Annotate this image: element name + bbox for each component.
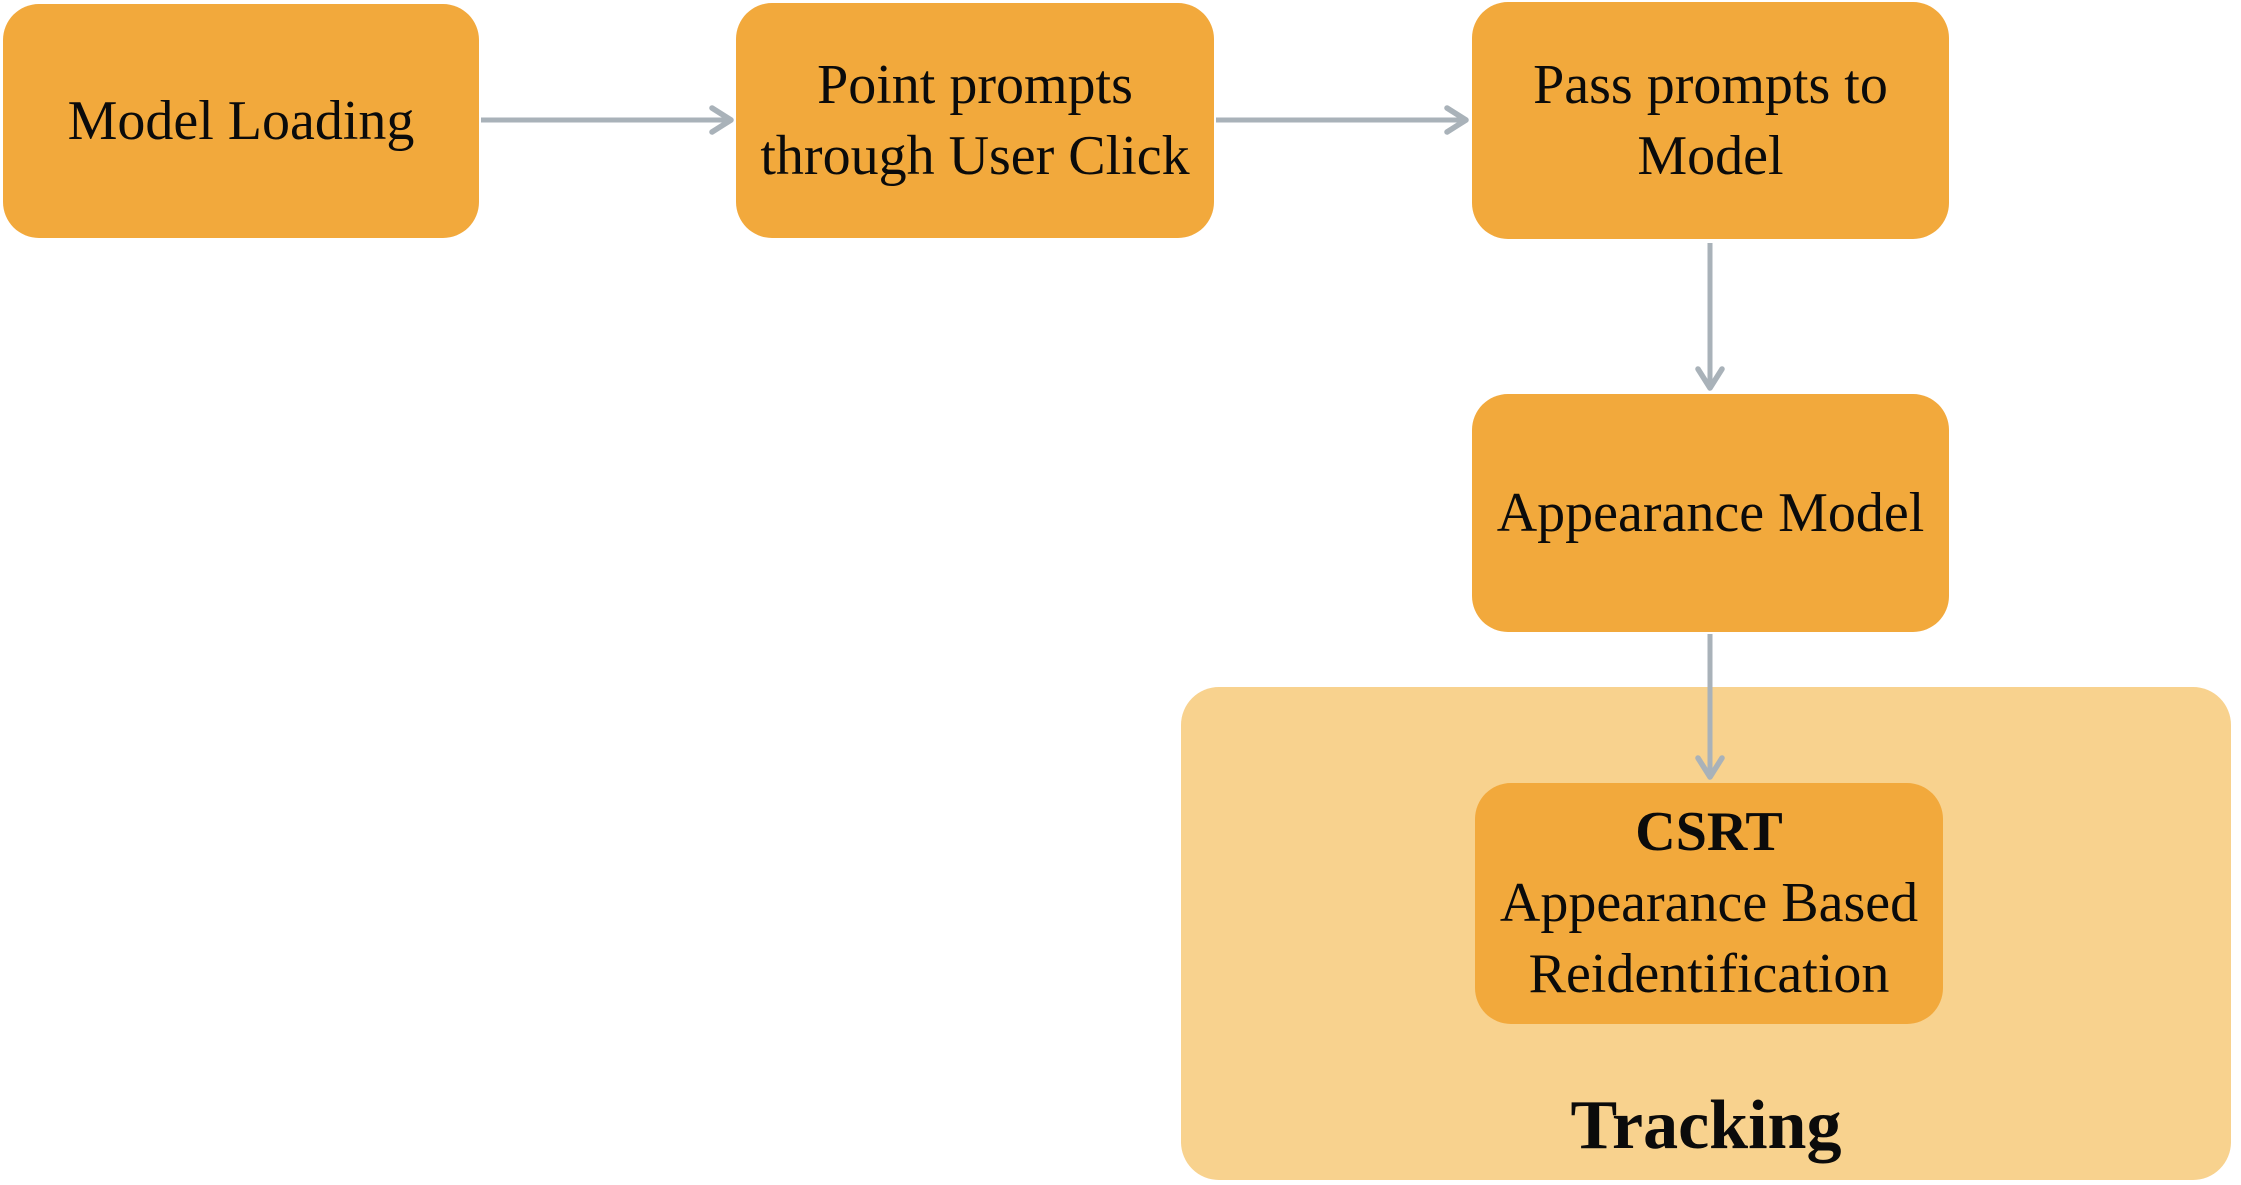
node-model-loading: Model Loading bbox=[3, 4, 479, 238]
node-point-prompts-label: Point prompts through User Click bbox=[760, 53, 1190, 187]
node-pass-prompts: Pass prompts to Model bbox=[1472, 2, 1949, 239]
node-point-prompts: Point prompts through User Click bbox=[736, 3, 1214, 238]
node-pass-prompts-label: Pass prompts to Model bbox=[1533, 53, 1888, 187]
node-model-loading-label: Model Loading bbox=[67, 89, 415, 152]
node-csrt: CSRT Appearance Based Reidentification bbox=[1475, 783, 1943, 1024]
group-tracking-label: Tracking bbox=[1570, 1087, 1842, 1164]
node-appearance-model: Appearance Model bbox=[1472, 394, 1949, 632]
node-appearance-model-label: Appearance Model bbox=[1496, 481, 1925, 544]
node-csrt-title: CSRT bbox=[1635, 801, 1783, 863]
node-csrt-label: Appearance Based Reidentification bbox=[1499, 872, 1919, 1005]
